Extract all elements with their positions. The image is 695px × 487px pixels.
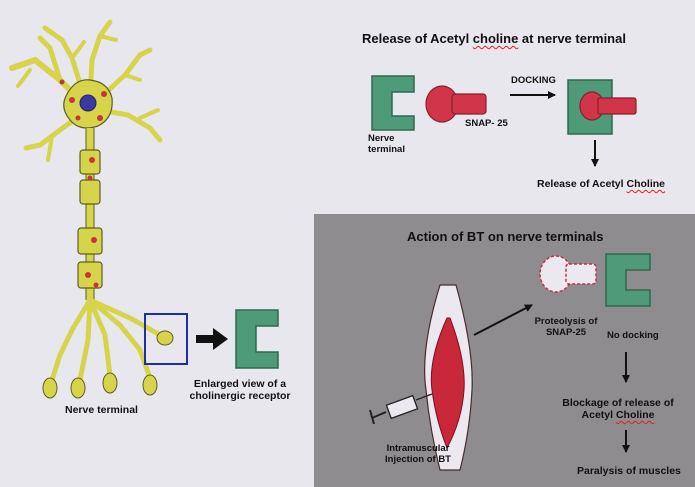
paralysis-label: Paralysis of muscles bbox=[577, 465, 681, 477]
bt-receptor bbox=[605, 253, 651, 307]
bt-title: Action of BT on nerve terminals bbox=[407, 229, 604, 244]
release-title-suffix: at nerve terminal bbox=[518, 31, 626, 46]
nerve-terminal-receptor bbox=[371, 75, 415, 131]
release-title-prefix: Release of Acetyl bbox=[362, 31, 473, 46]
cleaved-snap25 bbox=[539, 255, 597, 293]
snap25-molecule bbox=[425, 85, 487, 123]
syringe-icon bbox=[369, 393, 433, 425]
enlarged-line1: Enlarged view of a bbox=[193, 378, 287, 390]
bt-action-arrow bbox=[473, 304, 533, 336]
release-result: Release of Acetyl Choline bbox=[537, 178, 665, 190]
no-docking-label: No docking bbox=[607, 330, 659, 341]
blockage-line2-choline: Choline bbox=[615, 409, 655, 421]
enlarged-line2: cholinergic receptor bbox=[189, 390, 291, 402]
release-result-choline: Choline bbox=[626, 178, 666, 190]
snap25-label: SNAP- 25 bbox=[465, 118, 508, 129]
nerve-terminal-label-line1: Nerve bbox=[368, 133, 395, 144]
neuron bbox=[9, 19, 174, 399]
enlarged-label: Enlarged view of a cholinergic receptor bbox=[180, 378, 300, 402]
proteolysis-line1: Proteolysis of bbox=[534, 316, 598, 327]
docked-snap25 bbox=[579, 91, 637, 121]
nerve-terminal-label-line2: terminal bbox=[368, 144, 405, 155]
blockage-line2: Acetyl Choline bbox=[551, 409, 685, 421]
docking-label: DOCKING bbox=[511, 75, 556, 86]
release-title-choline: choline bbox=[472, 31, 519, 46]
proteolysis-line2: SNAP-25 bbox=[545, 327, 587, 338]
enlarged-frame bbox=[144, 313, 188, 365]
enlarged-receptor bbox=[235, 309, 279, 369]
blockage-label: Blockage of release of Acetyl Choline bbox=[551, 397, 685, 421]
muscle bbox=[424, 284, 473, 471]
injection-label: Intramuscular Injection of BT bbox=[380, 443, 456, 465]
release-result-prefix: Release of Acetyl bbox=[537, 178, 627, 190]
blockage-line1: Blockage of release of bbox=[562, 397, 674, 409]
enlarge-arrow bbox=[196, 328, 228, 350]
blockage-line2-prefix: Acetyl bbox=[581, 409, 616, 421]
proteolysis-label: Proteolysis of SNAP-25 bbox=[531, 316, 601, 338]
release-title: Release of Acetyl choline at nerve termi… bbox=[362, 31, 626, 46]
injection-line2: Injection of BT bbox=[385, 454, 451, 465]
injection-line1: Intramuscular bbox=[386, 443, 450, 454]
nerve-terminal-main-label: Nerve terminal bbox=[65, 404, 138, 416]
nucleus bbox=[79, 94, 97, 112]
